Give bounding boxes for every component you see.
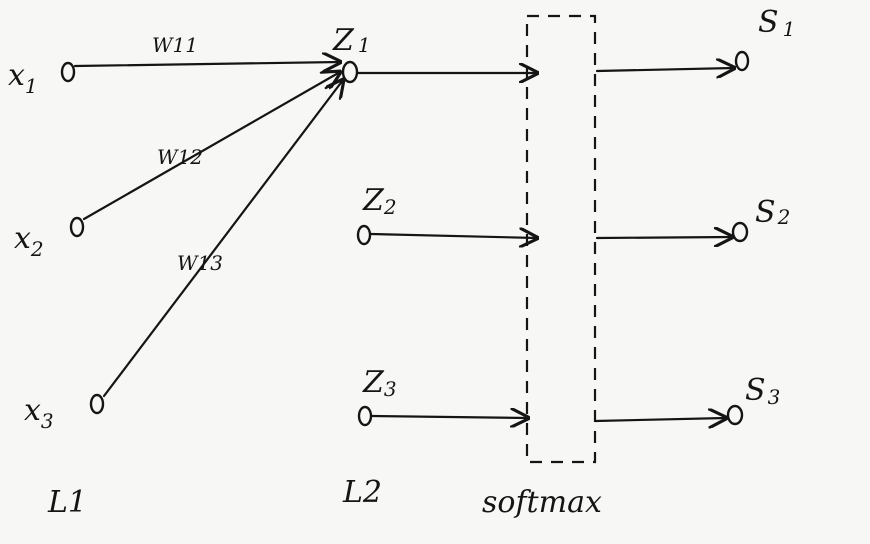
input-label-x1: x1	[8, 58, 38, 98]
weight-label-w12: W12	[157, 145, 203, 169]
hidden-label-z3: Z3	[362, 365, 397, 401]
hidden-node-z3	[357, 405, 373, 427]
layer-label-l1: L1	[47, 485, 87, 520]
input-node-x1	[60, 61, 76, 83]
output-node-s3	[726, 404, 744, 426]
hidden-node-z1	[341, 60, 359, 84]
layer-label-softmax: softmax	[482, 485, 602, 520]
edge-z2-softmax	[369, 234, 537, 238]
edge-x3-z1	[102, 80, 343, 398]
output-node-s2	[731, 221, 749, 243]
edge-x2-z1	[82, 72, 340, 221]
hidden-label-z2: Z2	[362, 183, 397, 219]
input-node-x2	[69, 216, 85, 238]
input-label-x2: x2	[14, 221, 44, 261]
weight-label-w11: W11	[152, 33, 198, 57]
output-node-s1	[734, 50, 750, 72]
hidden-node-z2	[356, 224, 372, 246]
edge-softmax-s3	[593, 418, 726, 421]
input-label-x3: x3	[24, 393, 54, 433]
edge-softmax-s1	[595, 68, 734, 71]
edge-x1-z1	[73, 62, 340, 66]
layer-label-l2: L2	[342, 475, 382, 510]
edge-softmax-s2	[595, 237, 732, 238]
input-node-x3	[89, 393, 105, 415]
edge-z3-softmax	[370, 416, 528, 418]
weight-label-w13: W13	[177, 251, 223, 275]
